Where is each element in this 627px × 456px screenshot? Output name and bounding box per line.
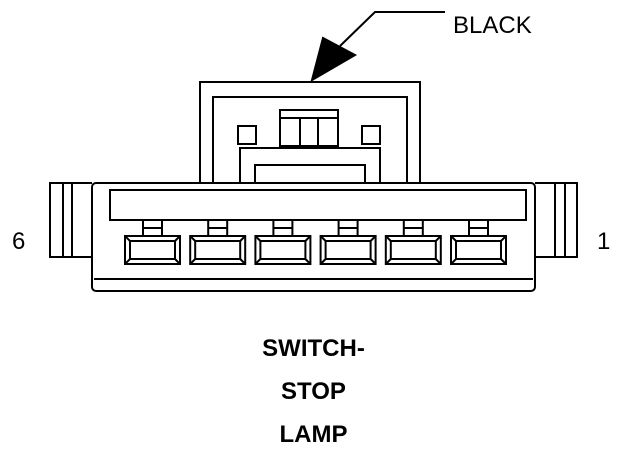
- pin-cavities: [124, 219, 507, 265]
- pin-cavity: [124, 219, 181, 265]
- pin-cavity: [319, 219, 377, 265]
- caption-line-3: LAMP: [279, 421, 348, 448]
- terminal-channel: [109, 189, 527, 221]
- callout-leader-line: [339, 11, 445, 47]
- wire-color-label: BLACK: [453, 12, 532, 39]
- connector-body: [91, 182, 536, 292]
- pin-number-right: 1: [597, 228, 611, 255]
- caption-line-1: SWITCH-: [262, 335, 365, 362]
- latch-housing: [199, 81, 421, 183]
- lock-tab-center: [279, 109, 339, 147]
- callout-arrowhead: [310, 36, 358, 83]
- caption-line-2: STOP: [281, 378, 346, 405]
- pin-cavity: [450, 219, 507, 265]
- latch-step: [239, 147, 381, 183]
- lock-tab-left: [237, 125, 257, 145]
- pin-cavity: [189, 219, 247, 265]
- pin-cavity: [254, 219, 312, 265]
- latch-inner: [212, 96, 408, 183]
- pin-number-left: 6: [12, 228, 26, 255]
- pin-cavity: [384, 219, 442, 265]
- lock-tab-right: [361, 125, 381, 145]
